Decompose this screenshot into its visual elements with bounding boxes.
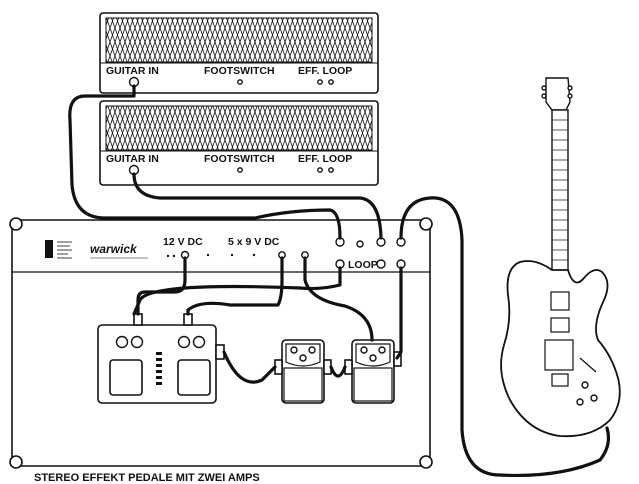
board-corner-br xyxy=(419,455,433,469)
board-corner-tr xyxy=(419,217,433,231)
eff-loop-jack-top-2 xyxy=(328,79,334,85)
board-brand-logo: warwick xyxy=(90,242,138,256)
eff-loop-label-bottom: EFF. LOOP xyxy=(298,153,352,165)
footswitch-jack-top xyxy=(237,79,243,85)
footswitch-pad-right xyxy=(177,359,211,396)
double-pedal-top-jack-2 xyxy=(183,313,193,326)
double-pedal-top-jack-1 xyxy=(133,313,143,326)
footswitch-pad-left xyxy=(109,359,143,396)
board-corner-bl xyxy=(9,455,23,469)
eff-loop-jack-top-1 xyxy=(317,79,323,85)
cables xyxy=(68,84,611,477)
effect-pedal-2 xyxy=(344,339,402,404)
amp-head-top: GUITAR IN FOOTSWITCH EFF. LOOP xyxy=(99,12,379,94)
eff-loop-jack-bottom-1 xyxy=(317,167,323,173)
double-switch-pedal xyxy=(97,313,225,404)
loop-jack-5 xyxy=(376,259,386,269)
guitar-in-label-bottom: GUITAR IN xyxy=(106,153,159,165)
power-12v-label: 12 V DC xyxy=(163,236,203,248)
footswitch-label-bottom: FOOTSWITCH xyxy=(204,153,275,165)
amp-grille-bottom xyxy=(105,105,373,151)
footswitch-jack-bottom xyxy=(237,167,243,173)
loop-label: LOOP xyxy=(348,259,378,271)
eff-loop-label-top: EFF. LOOP xyxy=(298,65,352,77)
guitar-in-label-top: GUITAR IN xyxy=(106,65,159,77)
eff-loop-jack-bottom-2 xyxy=(328,167,334,173)
power-9v-label: 5 x 9 V DC xyxy=(228,236,280,248)
footswitch-label-top: FOOTSWITCH xyxy=(204,65,275,77)
effect-pedal-1 xyxy=(274,339,332,404)
pedalboard: warwick 12 V DC 5 x 9 V DC LOOP xyxy=(9,217,433,469)
board-corner-tl xyxy=(9,217,23,231)
diagram-caption: STEREO EFFEKT PEDALE MIT ZWEI AMPS xyxy=(34,472,260,484)
board-info-block xyxy=(45,240,53,258)
amp-head-bottom: GUITAR IN FOOTSWITCH EFF. LOOP xyxy=(99,100,379,186)
loop-led xyxy=(356,240,364,248)
amp-grille-top xyxy=(105,17,373,63)
electric-guitar xyxy=(500,77,621,438)
